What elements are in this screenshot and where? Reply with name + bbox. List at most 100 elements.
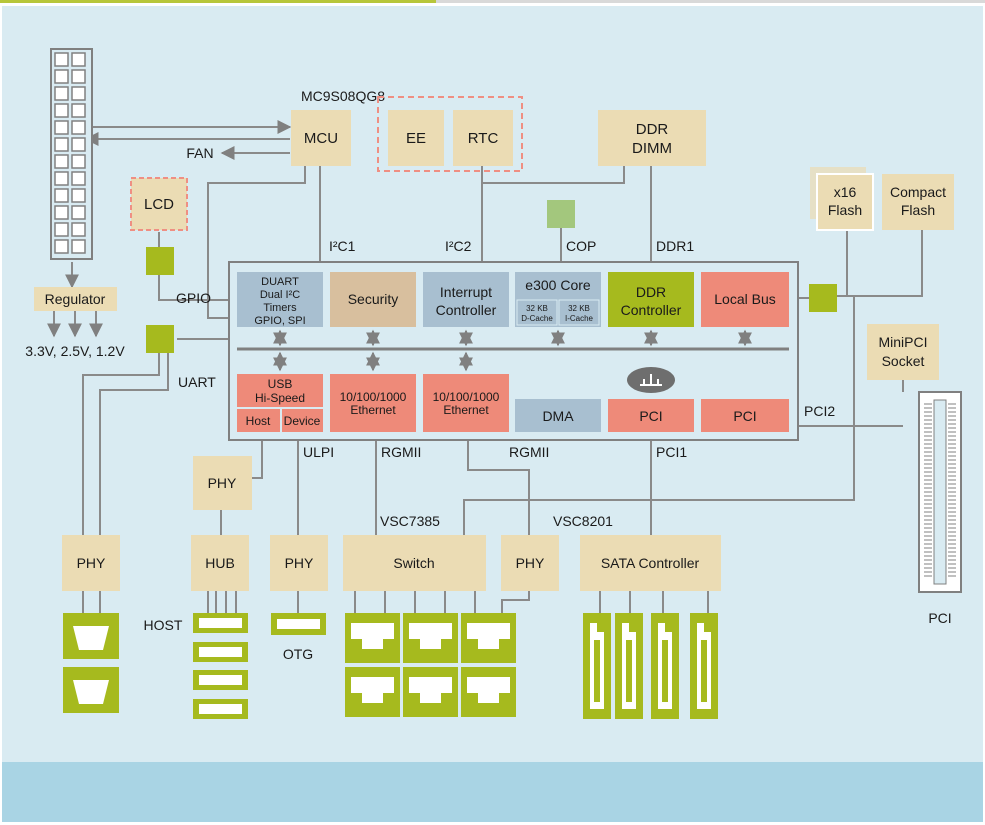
connector-pin-icon bbox=[71, 154, 86, 169]
svg-text:Socket: Socket bbox=[882, 353, 925, 369]
connector-pin-icon bbox=[71, 171, 86, 186]
connector-pin-icon bbox=[54, 205, 69, 220]
usb-host-ports bbox=[193, 613, 248, 719]
sata-controller-block: SATA Controller bbox=[580, 535, 721, 591]
uart-label: UART bbox=[178, 374, 216, 390]
svg-text:DDR: DDR bbox=[636, 121, 669, 138]
footer-band bbox=[2, 762, 983, 822]
svg-text:Ethernet: Ethernet bbox=[350, 403, 396, 417]
connector-pin-icon bbox=[54, 137, 69, 152]
i2c-devices-outline bbox=[377, 96, 523, 172]
svg-text:PHY: PHY bbox=[285, 555, 314, 571]
pci-block-b: PCI bbox=[701, 399, 789, 432]
sata-port-icon bbox=[651, 613, 679, 719]
svg-text:Controller: Controller bbox=[436, 302, 497, 318]
pci-block-a: PCI bbox=[608, 399, 694, 432]
pci2-label: PCI2 bbox=[804, 403, 835, 419]
svg-text:SATA Controller: SATA Controller bbox=[601, 555, 700, 571]
processor-chip: DUART Dual I²C Timers GPIO, SPI Security… bbox=[228, 261, 799, 441]
svg-text:Interrupt: Interrupt bbox=[440, 284, 492, 300]
regulator-block: Regulator bbox=[34, 287, 117, 311]
rj45-port-icon bbox=[403, 667, 458, 717]
connector-pin-icon bbox=[71, 222, 86, 237]
svg-text:Switch: Switch bbox=[393, 555, 434, 571]
connector-pin-icon bbox=[54, 239, 69, 254]
usb-a-port-icon bbox=[193, 699, 248, 719]
serial-ports bbox=[63, 613, 119, 713]
top-accent-bar bbox=[0, 0, 985, 6]
connector-pin-icon bbox=[54, 69, 69, 84]
db9-port-icon bbox=[63, 667, 119, 713]
power-connector-icon bbox=[50, 48, 93, 260]
sata-ports bbox=[583, 613, 718, 719]
ethernet-2-block: 10/100/1000 Ethernet bbox=[423, 374, 509, 432]
rj45-port-icon bbox=[461, 667, 516, 717]
regulator-label: Regulator bbox=[45, 291, 106, 307]
connector-pin-icon bbox=[71, 52, 86, 67]
connector-pin-icon bbox=[71, 239, 86, 254]
interrupt-controller-block: Interrupt Controller bbox=[423, 272, 509, 327]
phy-otg-block: PHY bbox=[270, 535, 328, 591]
svg-text:PHY: PHY bbox=[77, 555, 106, 571]
svg-text:10/100/1000: 10/100/1000 bbox=[340, 390, 407, 404]
e300-core-block: e300 Core 32 KB D-Cache 32 KB I-Cache bbox=[515, 272, 601, 327]
pci-slot-icon bbox=[918, 391, 962, 593]
connector-pin-icon bbox=[71, 69, 86, 84]
svg-text:e300 Core: e300 Core bbox=[525, 277, 591, 293]
usb-block: USB Hi-Speed Host Device bbox=[237, 374, 323, 432]
ee-label: EE bbox=[406, 130, 426, 147]
dma-block: DMA bbox=[515, 399, 601, 432]
svg-text:Ethernet: Ethernet bbox=[443, 403, 489, 417]
voltages-label: 3.3V, 2.5V, 1.2V bbox=[25, 343, 125, 359]
connector-pin-icon bbox=[54, 120, 69, 135]
pci1-label: PCI1 bbox=[656, 444, 687, 460]
svg-text:PHY: PHY bbox=[208, 475, 237, 491]
svg-text:D-Cache: D-Cache bbox=[521, 314, 553, 323]
sata-port-icon bbox=[615, 613, 643, 719]
fan-label: FAN bbox=[186, 145, 213, 161]
sata-port-icon bbox=[583, 613, 611, 719]
connector-pin-icon bbox=[54, 171, 69, 186]
rj45-port-icon bbox=[461, 613, 516, 663]
svg-text:Dual I²C: Dual I²C bbox=[260, 289, 300, 301]
rgmii1-label: RGMII bbox=[381, 444, 421, 460]
duart-block: DUART Dual I²C Timers GPIO, SPI bbox=[237, 272, 323, 327]
otg-label: OTG bbox=[283, 646, 313, 662]
i2c1-label: I²C1 bbox=[329, 238, 356, 254]
svg-text:PCI: PCI bbox=[733, 408, 756, 424]
connector-pin-icon bbox=[54, 222, 69, 237]
lcd-level-shifter-icon bbox=[146, 247, 174, 275]
svg-text:MiniPCI: MiniPCI bbox=[878, 334, 927, 350]
pci-slot-label: PCI bbox=[928, 610, 951, 626]
usb-a-port-icon bbox=[193, 642, 248, 662]
svg-text:Compact: Compact bbox=[890, 184, 946, 200]
svg-text:PCI: PCI bbox=[639, 408, 662, 424]
mcu-block: MCU bbox=[291, 110, 351, 166]
connector-pin-icon bbox=[71, 86, 86, 101]
minipci-socket-block: MiniPCI Socket bbox=[867, 324, 939, 380]
svg-text:PHY: PHY bbox=[516, 555, 545, 571]
usb-a-port-icon bbox=[193, 613, 248, 633]
sata-port-icon bbox=[690, 613, 718, 719]
svg-text:I-Cache: I-Cache bbox=[565, 314, 594, 323]
arbiter-icon bbox=[627, 367, 675, 393]
vsc8201-label: VSC8201 bbox=[553, 513, 613, 529]
svg-text:Hi-Speed: Hi-Speed bbox=[255, 391, 305, 405]
x16-flash-block: x16 Flash bbox=[810, 167, 874, 231]
svg-text:DMA: DMA bbox=[542, 408, 574, 424]
cop-connector-icon bbox=[547, 200, 575, 228]
connector-pin-icon bbox=[54, 86, 69, 101]
ee-block: EE bbox=[388, 110, 444, 166]
rj45-port-icon bbox=[403, 613, 458, 663]
mcu-part-number: MC9S08QG8 bbox=[301, 88, 385, 104]
svg-text:10/100/1000: 10/100/1000 bbox=[433, 390, 500, 404]
svg-text:Security: Security bbox=[348, 291, 399, 307]
connector-pin-icon bbox=[71, 120, 86, 135]
uart-transceiver-icon bbox=[146, 325, 174, 353]
svg-text:Flash: Flash bbox=[828, 202, 862, 218]
hub-block: HUB bbox=[191, 535, 249, 591]
connector-pin-icon bbox=[71, 137, 86, 152]
phy-uart-block: PHY bbox=[62, 535, 120, 591]
svg-text:DIMM: DIMM bbox=[632, 140, 672, 157]
